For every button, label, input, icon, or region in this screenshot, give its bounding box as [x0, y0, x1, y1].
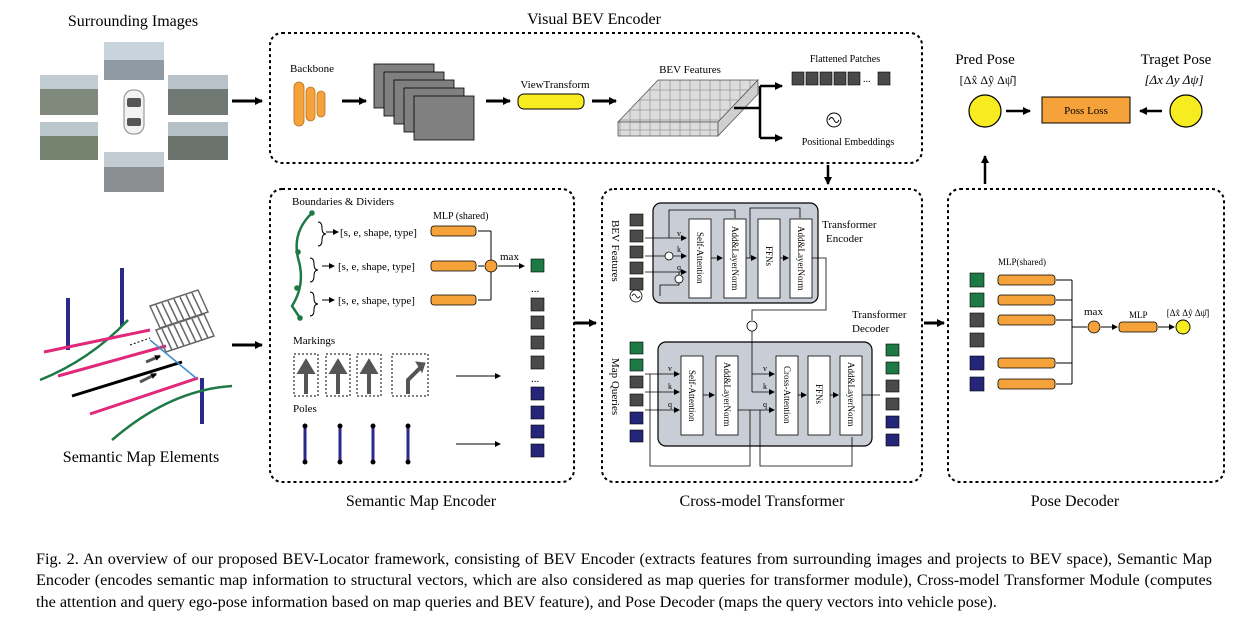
pose-mlp-block — [1118, 321, 1158, 333]
decoder-add-norm-1 — [715, 355, 739, 436]
decoder-ffn — [807, 355, 831, 436]
view-transform-block — [517, 93, 585, 110]
decoder-k-label: k — [668, 382, 672, 391]
framework-diagram: Surrounding Images Visual BEV Encoder Ba… — [39, 11, 1225, 510]
pose-loss-label: Poss Loss — [1064, 105, 1108, 117]
decoder-query-tokens — [629, 341, 644, 443]
transformer-decoder-label-2: Decoder — [852, 323, 890, 335]
pose-max-label: max — [1084, 306, 1103, 318]
encoder-add-norm-2 — [789, 218, 813, 299]
encoder-self-attention — [688, 218, 712, 299]
vector-label-3: [s, e, shape, type] — [338, 295, 415, 307]
semantic-map-encoder-title: Semantic Map Encoder — [346, 493, 497, 510]
decoder-self-attention-label: Self-Attention — [687, 370, 697, 422]
pose-loss-block — [1041, 96, 1131, 124]
pred-pose-node — [968, 94, 1002, 128]
decoder-cross-k-label: k — [763, 382, 767, 391]
cross-model-transformer-title: Cross-model Transformer — [680, 493, 846, 510]
encoder-ffn-label: FFNs — [764, 246, 774, 267]
flattened-patches-label: Flattened Patches — [810, 54, 880, 65]
max-pool-node — [484, 259, 498, 273]
pose-mlp-label: MLP — [1129, 310, 1148, 320]
pose-output-node — [1175, 319, 1191, 335]
tokens-ellipsis-1: ... — [531, 283, 540, 295]
markings-icons — [293, 353, 429, 397]
boundaries-label: Boundaries & Dividers — [292, 196, 394, 208]
poles-icons — [302, 423, 411, 465]
flattened-patches: ... — [791, 71, 891, 86]
vector-label-2: [s, e, shape, type] — [338, 261, 415, 273]
poles-label: Poles — [293, 403, 317, 415]
transformer-encoder-label-2: Encoder — [826, 233, 863, 245]
semantic-map-elements-label: Semantic Map Elements — [63, 449, 219, 466]
semantic-map-elements-drawing — [39, 268, 233, 441]
pose-mlp-blocks — [997, 274, 1056, 390]
decoder-add-norm-1-label: Add&LayerNorm — [722, 362, 732, 426]
target-pose-node — [1169, 94, 1203, 128]
decoder-add-norm-2 — [839, 355, 863, 436]
decoder-output-tokens — [885, 343, 900, 447]
surrounding-images — [40, 42, 228, 192]
pose-decoder-title: Pose Decoder — [1031, 493, 1120, 510]
pred-pose-vector: [Δx̂ Δŷ Δψ̂] — [960, 73, 1017, 87]
decoder-add-norm-2-label: Add&LayerNorm — [846, 362, 856, 426]
decoder-cross-attention — [775, 355, 799, 436]
vector-label-1: [s, e, shape, type] — [340, 227, 417, 239]
semantic-map-encoder-box — [269, 188, 575, 483]
bev-feature-tokens — [629, 213, 644, 303]
decoder-q-label: q — [668, 400, 672, 409]
pose-input-tokens — [969, 272, 985, 392]
ego-car-icon — [123, 89, 145, 135]
decoder-cross-q-label: q — [763, 400, 767, 409]
backbone-icon — [293, 81, 326, 127]
decoder-cross-attention-label: Cross-Attention — [782, 366, 792, 424]
target-pose-vector: [Δx Δy Δψ] — [1144, 72, 1203, 87]
encoder-k-label: k — [677, 245, 681, 254]
figure-caption: Fig. 2. An overview of our proposed BEV-… — [36, 550, 1212, 611]
visual-bev-encoder-box — [269, 32, 923, 164]
feature-maps-stack — [373, 63, 475, 141]
boundary-polyline-icon — [290, 210, 327, 321]
bev-features-vertical-label: BEV Features — [609, 220, 621, 282]
decoder-cross-v-label: v — [763, 364, 767, 373]
visual-bev-encoder-title: Visual BEV Encoder — [527, 11, 662, 28]
pose-max-node — [1087, 320, 1101, 334]
bev-features-label: BEV Features — [659, 64, 721, 76]
tokens-ellipsis-2: ... — [531, 373, 540, 385]
encoder-self-attention-label: Self-Attention — [695, 232, 705, 284]
decoder-v-label: v — [668, 364, 672, 373]
decoder-ffn-label: FFNs — [814, 384, 824, 405]
positional-embeddings-label: Positional Embeddings — [802, 137, 895, 148]
cross-model-transformer-box — [601, 188, 923, 483]
mlp-block-1 — [430, 225, 477, 237]
pose-output-vector: [Δx̂ Δŷ Δψ̂] — [1167, 308, 1210, 318]
target-pose-label: Traget Pose — [1141, 52, 1212, 68]
max-label: max — [500, 251, 519, 263]
markings-label: Markings — [293, 335, 335, 347]
transformer-encoder-label-1: Transformer — [822, 219, 877, 231]
encoder-q-label: q — [677, 263, 681, 272]
map-query-tokens: ... ... — [530, 258, 545, 458]
backbone-label: Backbone — [290, 63, 334, 75]
surrounding-images-label: Surrounding Images — [68, 13, 198, 30]
pose-mlp-shared-label: MLP(shared) — [998, 257, 1046, 267]
mlp-block-3 — [430, 294, 477, 306]
decoder-self-attention — [680, 355, 704, 436]
encoder-ffn — [757, 218, 781, 299]
encoder-add-norm-2-label: Add&LayerNorm — [796, 226, 806, 290]
positional-add-node — [746, 320, 758, 332]
transformer-decoder-label-1: Transformer — [852, 309, 907, 321]
encoder-v-label: v — [677, 229, 681, 238]
patches-ellipsis: ... — [863, 74, 871, 85]
map-queries-vertical-label: Map Queries — [609, 358, 621, 415]
encoder-add-norm-1-label: Add&LayerNorm — [730, 226, 740, 290]
mlp-shared-label: MLP (shared) — [433, 211, 488, 222]
mlp-block-2 — [430, 260, 477, 272]
encoder-add-norm-1 — [723, 218, 747, 299]
view-transform-label: ViewTransform — [520, 79, 590, 91]
pred-pose-label: Pred Pose — [955, 52, 1015, 68]
pose-decoder-box — [947, 188, 1225, 483]
